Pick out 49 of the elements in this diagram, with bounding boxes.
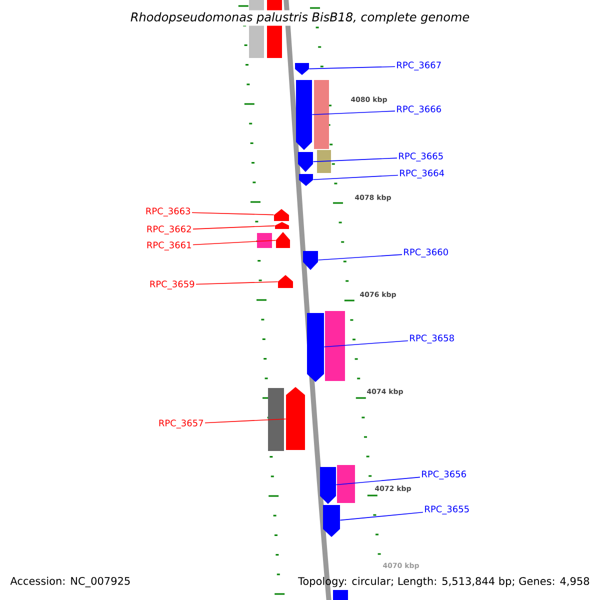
gene-block bbox=[278, 275, 293, 288]
gene-label: RPC_3663 bbox=[146, 208, 190, 216]
gene-label: RPC_3661 bbox=[147, 242, 191, 250]
gene-label: RPC_3659 bbox=[150, 280, 194, 290]
gene-label: RPC_3667 bbox=[397, 62, 441, 70]
leader-line bbox=[312, 110, 396, 116]
gene-bar bbox=[314, 80, 329, 149]
leader-line bbox=[312, 174, 398, 180]
gene-block bbox=[307, 313, 324, 382]
gene-label: RPC_3657 bbox=[159, 420, 204, 428]
leader-line bbox=[340, 512, 424, 521]
gene-label: RPC_3665 bbox=[399, 152, 443, 162]
title: Rhodopseudomonas palustris BisB18, complete genome bbox=[128, 10, 472, 26]
leader-line bbox=[324, 340, 408, 348]
gene-bar bbox=[337, 465, 355, 503]
gene-label: RPC_3656 bbox=[422, 470, 466, 480]
gene-label: RPC_3664 bbox=[400, 170, 444, 178]
leader-line bbox=[318, 254, 402, 260]
gene-label: RPC_3655 bbox=[425, 506, 469, 514]
gene-block bbox=[298, 152, 313, 172]
leader-line bbox=[204, 418, 286, 424]
gene-bar bbox=[325, 311, 345, 381]
leader-line bbox=[192, 212, 274, 216]
gene-block bbox=[296, 80, 312, 150]
gene-block bbox=[320, 467, 336, 504]
gene-block bbox=[323, 505, 340, 537]
gene-bar bbox=[317, 150, 331, 173]
leader-line bbox=[312, 158, 398, 162]
leader-line bbox=[192, 240, 276, 246]
gene-block bbox=[274, 209, 289, 221]
gene-block bbox=[295, 63, 309, 75]
gene-block bbox=[276, 232, 290, 248]
leader-line bbox=[192, 225, 276, 230]
gene-block bbox=[303, 251, 318, 270]
gene-label: RPC_3662 bbox=[147, 226, 191, 234]
footer-text: Accession: NC_007925 bbox=[10, 576, 130, 588]
gene-label: RPC_3666 bbox=[397, 106, 441, 114]
gene-block bbox=[299, 174, 313, 186]
footer-text: Topology: circular; Length: 5,513,844 bp; Genes: 4,958 bbox=[298, 576, 590, 588]
gene-bar bbox=[257, 233, 272, 248]
gene-block bbox=[275, 222, 289, 229]
leader-line bbox=[196, 281, 278, 285]
gene-bar bbox=[333, 590, 348, 600]
leader-line bbox=[308, 66, 396, 70]
gene-label: RPC_3658 bbox=[410, 334, 454, 344]
leader-line bbox=[336, 476, 420, 486]
gene-label: RPC_3660 bbox=[404, 248, 448, 258]
gene-block bbox=[286, 387, 305, 450]
gene-bar bbox=[268, 388, 284, 451]
